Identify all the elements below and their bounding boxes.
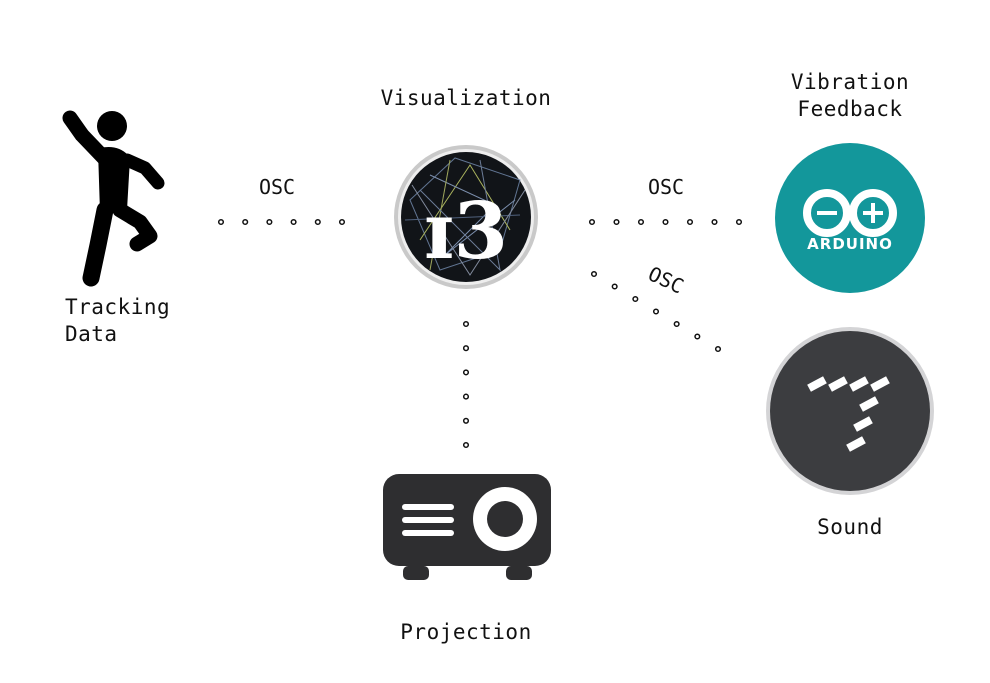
person-icon (62, 110, 165, 287)
connector-dot-tracking (314, 218, 321, 226)
connector-dot-sound (694, 333, 701, 340)
connector-dot-vibration (735, 218, 743, 226)
sound-label: Sound (817, 515, 883, 539)
osc-label-vibration: OSC (648, 175, 684, 199)
osc-label-sound: OSC (645, 261, 688, 298)
processing-logo-icon: ɪ3 (394, 145, 538, 289)
connector-dot-sound (714, 345, 722, 353)
connector-dot-tracking (242, 218, 249, 226)
connector-dots (217, 218, 743, 449)
connector-dot-vibration (686, 218, 694, 226)
connector-dot-tracking (290, 218, 297, 226)
arduino-logo-text: ARDUINO (807, 235, 893, 253)
osc-label-tracking: OSC (259, 175, 295, 199)
connector-dot-vibration (711, 218, 718, 226)
connector-dot-projection (462, 441, 470, 449)
connector-dot-sound (590, 270, 598, 278)
connector-dot-tracking (266, 218, 273, 226)
tracking-data-label: Tracking Data (65, 295, 171, 346)
connector-dot-tracking (217, 218, 225, 226)
connector-dot-vibration (662, 218, 669, 226)
connector-dot-projection (462, 393, 470, 400)
connector-dot-sound (673, 320, 680, 328)
connector-dot-projection (462, 417, 470, 424)
connector-dot-tracking (338, 218, 346, 226)
projection-label: Projection (400, 620, 532, 644)
connector-dot-vibration (588, 218, 596, 226)
connector-dot-sound (611, 283, 618, 290)
projector-icon (383, 474, 551, 580)
connector-dot-projection (462, 345, 470, 352)
connector-dot-sound (632, 295, 639, 303)
connector-dot-sound (652, 308, 660, 315)
vibration-feedback-label: Vibration Feedback (790, 70, 910, 121)
processing-logo-text: ɪ3 (424, 186, 508, 277)
sound-app-logo-icon (766, 327, 934, 495)
connector-dot-vibration (613, 218, 620, 226)
connector-dot-projection (462, 320, 470, 328)
visualization-label: Visualization (380, 86, 552, 110)
arduino-logo-icon: ARDUINO (775, 143, 925, 293)
connector-dot-vibration (637, 218, 645, 226)
connector-dot-projection (462, 369, 470, 376)
